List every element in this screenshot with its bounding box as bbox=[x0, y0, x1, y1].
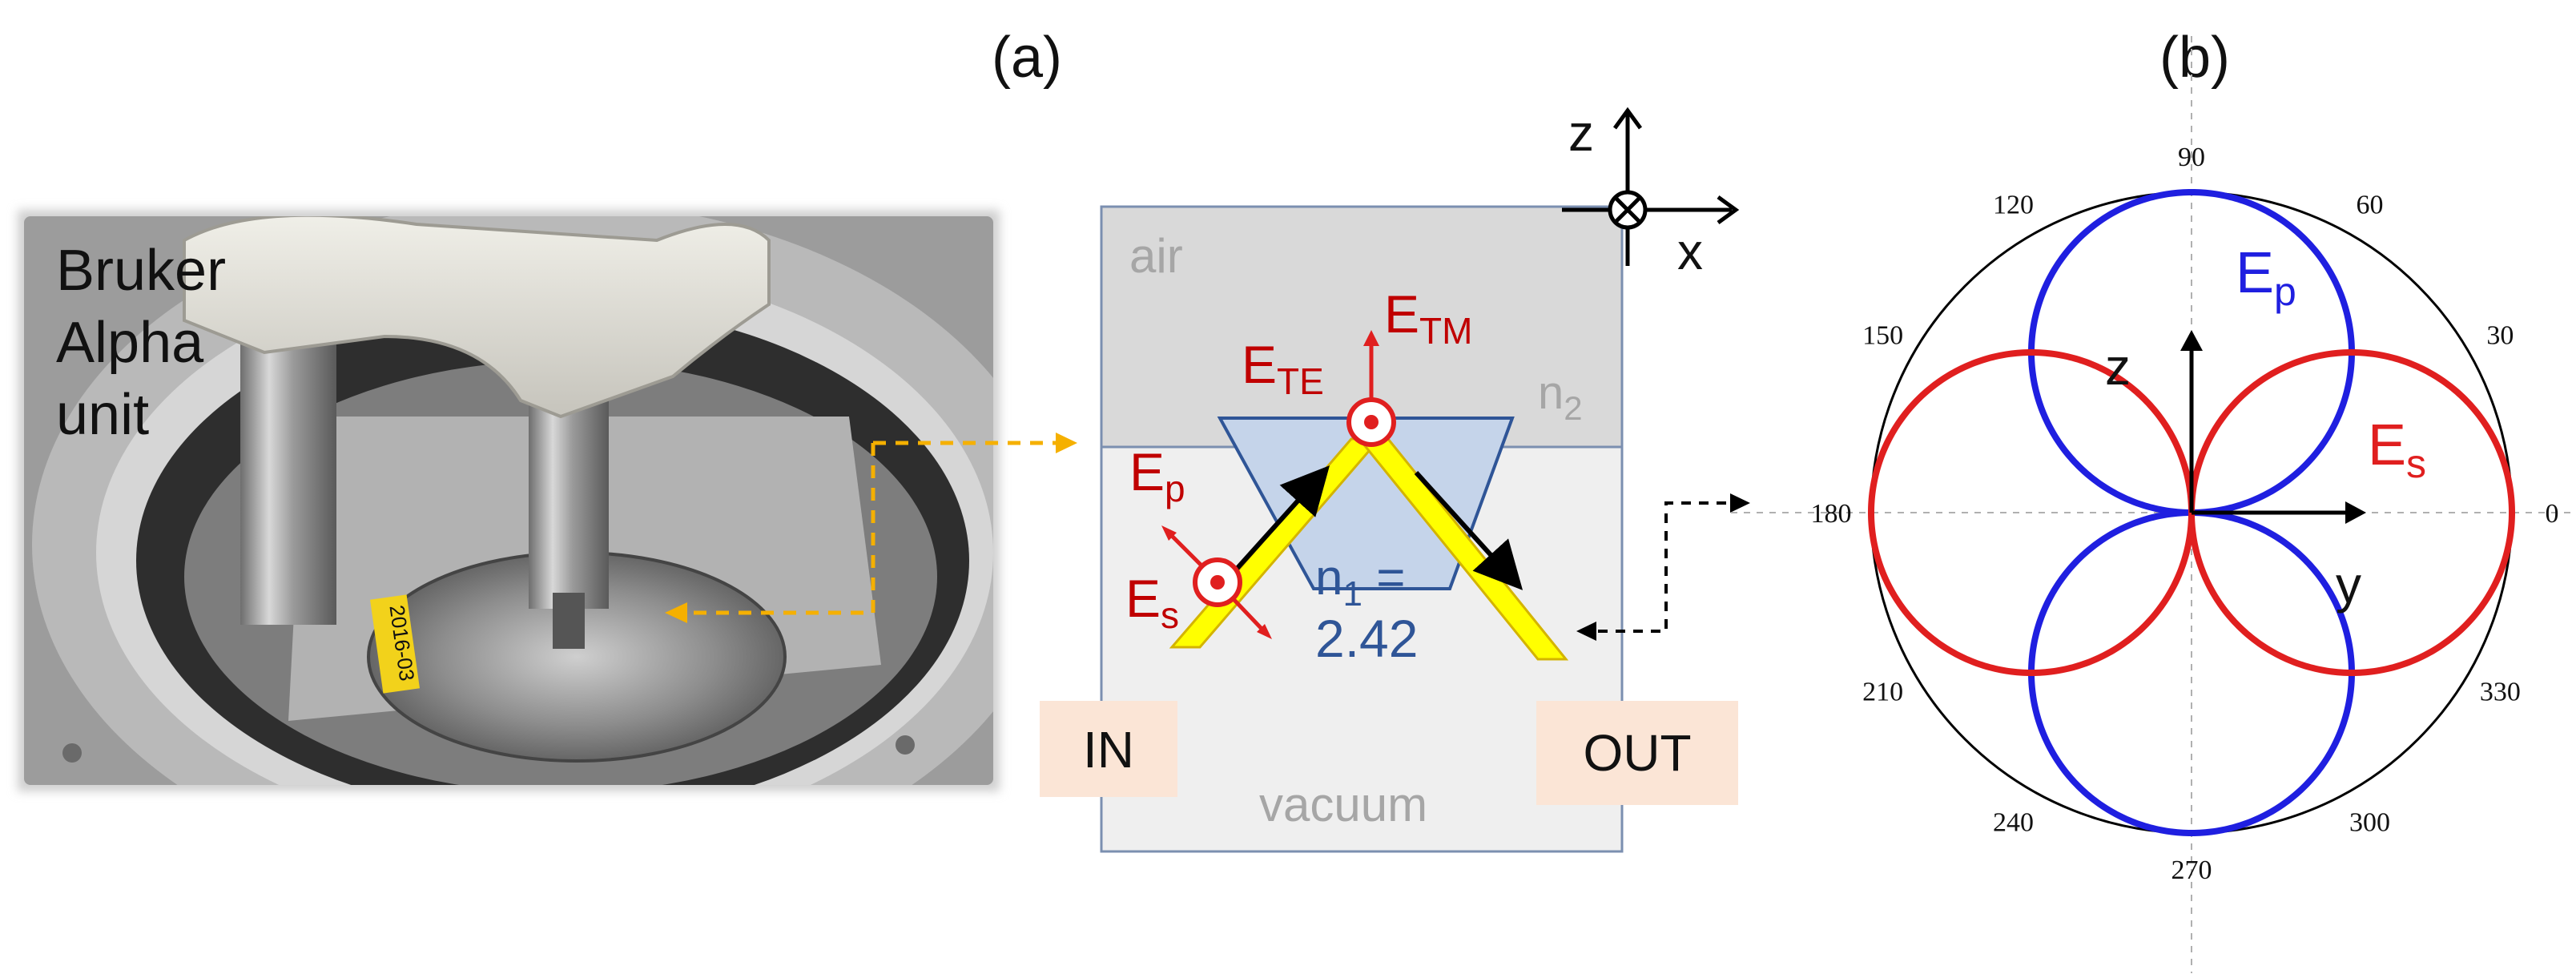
in-box bbox=[1040, 701, 1177, 797]
p-field-arrow-up bbox=[1168, 532, 1205, 569]
in-label: IN bbox=[1083, 721, 1134, 779]
axis-y-arrowhead bbox=[2345, 501, 2366, 524]
series-curve-e-s bbox=[1867, 348, 2516, 677]
te-field-dot bbox=[1364, 415, 1379, 429]
n1-value: 2.42 bbox=[1315, 609, 1418, 668]
axis-x-label-a: x bbox=[1677, 223, 1703, 280]
panel-label-b: (b) bbox=[2159, 26, 2230, 90]
axis-z-label-a: z bbox=[1568, 104, 1594, 162]
angle-tick-label: 120 bbox=[1993, 191, 2034, 220]
angle-tick-label: 300 bbox=[2349, 807, 2390, 837]
photo-bruker-alpha: 2016-03 Bruker Alpha unit bbox=[18, 210, 1000, 791]
orange-arrowhead-left bbox=[665, 602, 687, 623]
series-label-e-p: Ep bbox=[2236, 241, 2296, 314]
n2-label: n2 bbox=[1538, 367, 1583, 427]
e-tm-label: ETM bbox=[1384, 284, 1472, 352]
sample-box bbox=[1100, 205, 1624, 853]
vacuum-label: vacuum bbox=[1259, 778, 1427, 831]
axes-zx: z x bbox=[1562, 104, 1740, 280]
photo-caption: Bruker Alpha unit bbox=[56, 239, 226, 447]
schematic: air vacuum n2 n1 = 2.42 ETE ETM Ep Es IN… bbox=[1040, 205, 1738, 853]
angle-tick-label: 330 bbox=[2480, 678, 2521, 707]
angle-tick-label: 270 bbox=[2171, 855, 2212, 885]
e-p-label: Ep bbox=[1129, 442, 1185, 509]
p-field-arrow-down bbox=[1230, 596, 1266, 633]
angle-tick-label: 240 bbox=[1993, 807, 2034, 837]
caption-line-3: unit bbox=[56, 383, 149, 447]
angle-tick-label: 210 bbox=[1862, 678, 1903, 707]
air-label: air bbox=[1129, 229, 1183, 283]
s-field-dot bbox=[1210, 575, 1225, 590]
wafer-sticker bbox=[370, 594, 420, 694]
caption-line-2: Alpha bbox=[56, 311, 204, 375]
out-box bbox=[1536, 701, 1738, 805]
axis-z-label: z bbox=[2105, 338, 2131, 396]
angle-tick-label: 180 bbox=[1811, 499, 1852, 529]
black-arrowhead-right bbox=[1730, 493, 1750, 513]
orange-arrowhead-right bbox=[1056, 433, 1077, 453]
caption-line-1: Bruker bbox=[56, 239, 226, 303]
orange-connector-arrows bbox=[689, 441, 1057, 615]
n1-label: n1 = bbox=[1315, 550, 1405, 614]
black-arrowhead-left bbox=[1576, 622, 1596, 641]
angle-tick-label: 30 bbox=[2486, 321, 2514, 351]
angle-tick-label: 0 bbox=[2546, 499, 2559, 529]
e-s-label: Es bbox=[1125, 569, 1179, 636]
angle-tick-label: 60 bbox=[2357, 191, 2384, 220]
black-connector-arrows bbox=[1598, 501, 1730, 633]
axis-y-label: y bbox=[2336, 556, 2361, 614]
axis-z-arrowhead bbox=[2180, 330, 2203, 351]
angle-tick-label: 90 bbox=[2178, 143, 2205, 172]
e-te-label: ETE bbox=[1242, 335, 1324, 402]
panel-label-a: (a) bbox=[992, 26, 1062, 90]
out-label: OUT bbox=[1583, 724, 1691, 782]
beam-out-arrow bbox=[1414, 470, 1523, 590]
angle-tick-label: 150 bbox=[1862, 321, 1903, 351]
series-label-e-s: Es bbox=[2368, 413, 2426, 486]
